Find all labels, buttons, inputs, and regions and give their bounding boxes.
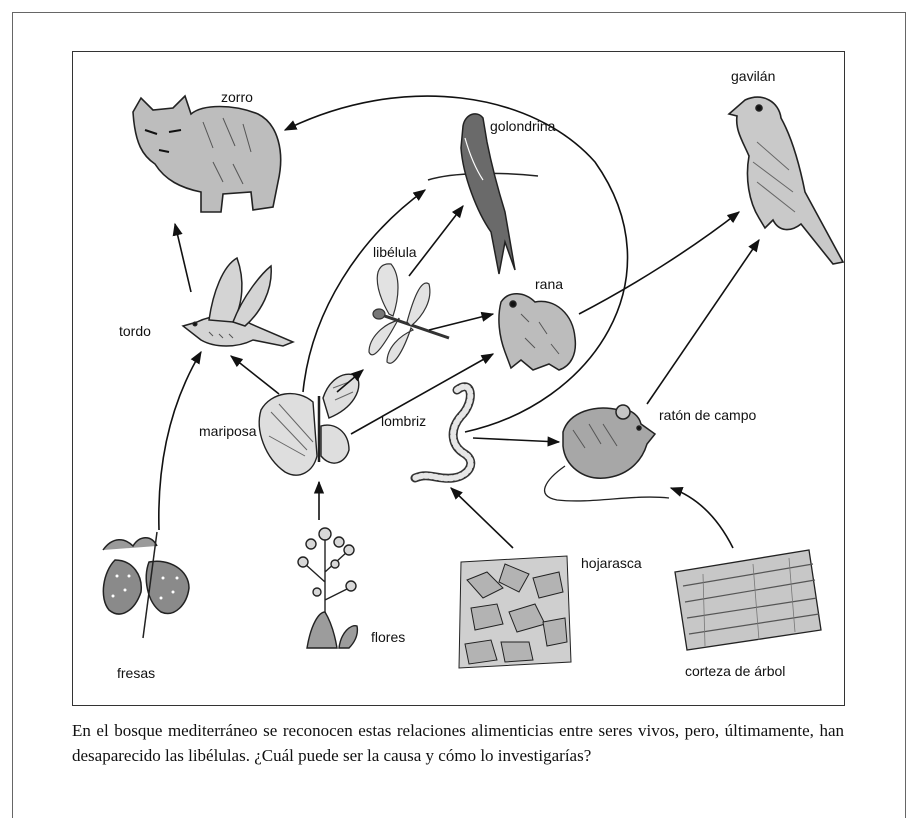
label-raton: ratón de campo <box>659 407 756 423</box>
arrow-mariposa-golondrina <box>303 190 425 392</box>
corteza-drawing <box>675 550 821 650</box>
arrow-fresas-tordo <box>159 352 201 530</box>
label-gavilan: gavilán <box>731 68 775 84</box>
arrow-tordo-zorro <box>175 224 191 292</box>
arrow-hojarasca-lombriz <box>451 488 513 548</box>
tordo-drawing <box>183 258 293 346</box>
food-web-figure: zorro gavilán golondrina libélula rana t… <box>72 51 845 706</box>
arrow-corteza-raton <box>671 488 733 548</box>
label-flores: flores <box>371 629 405 645</box>
lombriz-drawing <box>415 387 471 479</box>
arrow-mariposa-tordo <box>231 356 279 394</box>
label-golondrina: golondrina <box>490 118 555 134</box>
label-rana: rana <box>535 276 563 292</box>
food-web-diagram <box>73 52 844 705</box>
label-hojarasca: hojarasca <box>581 555 642 571</box>
gavilan-drawing <box>729 97 843 264</box>
arrow-libelula-golondrina <box>409 206 463 276</box>
arrow-rana-gavilan <box>579 212 739 314</box>
arrow-libelula-rana <box>429 314 493 330</box>
hojarasca-drawing <box>459 556 571 668</box>
arrow-lombriz-raton <box>473 438 559 442</box>
label-tordo: tordo <box>119 323 151 339</box>
label-lombriz: lombriz <box>381 413 426 429</box>
golondrina-drawing <box>428 114 538 274</box>
rana-drawing <box>499 294 575 370</box>
zorro-drawing <box>133 96 281 212</box>
label-mariposa: mariposa <box>199 423 257 439</box>
label-zorro: zorro <box>221 89 253 105</box>
libelula-drawing <box>369 264 449 363</box>
label-libelula: libélula <box>373 244 417 260</box>
raton-drawing <box>545 405 669 501</box>
label-corteza: corteza de árbol <box>685 663 785 679</box>
fresas-drawing <box>103 532 189 638</box>
flores-drawing <box>298 528 357 648</box>
label-fresas: fresas <box>117 665 155 681</box>
question-caption: En el bosque mediterráneo se reconocen e… <box>72 718 844 768</box>
